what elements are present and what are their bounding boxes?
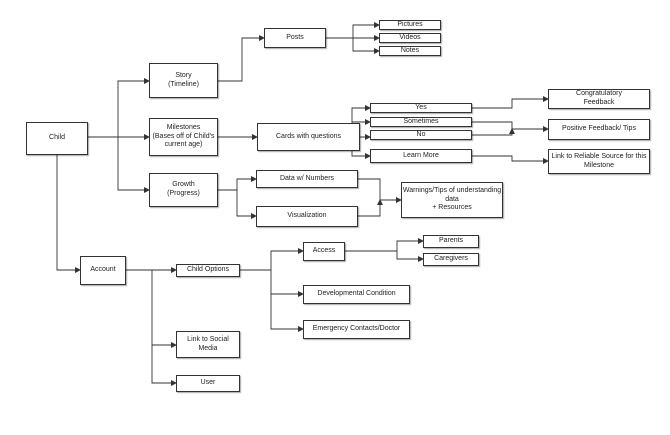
node-child-options: Child Options [176,264,240,277]
node-cards-label: Cards with questions [276,132,341,140]
node-positive-label: Positive Feedback/ Tips [562,125,636,133]
node-access: Access [303,242,345,261]
node-congrats-label: Congratulatory Feedback [576,90,622,106]
node-story: Story (Timeline) [149,63,218,98]
connector-childoptions-access [240,248,304,271]
node-warnings: Warnings/Tips of understanding data + Re… [401,182,503,218]
connector-access-parents [345,238,424,252]
node-user-label: User [200,379,216,387]
connector-growth-visualization [236,190,257,219]
node-data-numbers: Data w/ Numbers [256,170,358,188]
connector-growth-data [218,176,257,191]
connector-learnmore-link [472,155,549,164]
node-notes-label: Notes [400,46,420,54]
node-emergency-label: Emergency Contacts/Doctor [312,325,401,333]
node-milestones-label: Milestones (Bases off of Child's current… [152,123,215,149]
node-child-label: Child [49,134,65,142]
connector-data-warnings [358,178,402,203]
connector-access-caregivers [396,251,424,262]
node-growth: Growth (Progress) [149,173,218,207]
node-parents-label: Parents [438,237,464,245]
node-learn-more: Learn More [370,149,472,163]
node-no: No [370,130,472,140]
connector-child-story [88,78,150,138]
node-developmental-label: Developmental Condition [317,290,396,298]
node-developmental: Developmental Condition [303,285,410,304]
node-caregivers-label: Caregivers [434,255,468,263]
node-positive: Positive Feedback/ Tips [548,119,650,140]
node-parents: Parents [423,235,479,248]
connector-visualization-warnings [358,199,383,217]
node-pictures-label: Pictures [397,20,423,28]
node-child: Child [26,122,88,155]
node-link-source: Link to Reliable Source for this Milesto… [548,149,650,174]
node-posts-label: Posts [286,33,304,41]
node-videos-label: Videos [399,33,421,41]
connector-story-posts [218,35,265,82]
node-learn-more-label: Learn More [403,151,439,159]
connector-child-account [56,155,81,273]
connector-yes-congrats [472,96,549,109]
node-visualization: Visualization [256,206,358,227]
node-data-numbers-label: Data w/ Numbers [279,174,335,182]
connector-posts-notes [352,38,380,54]
node-visualization-label: Visualization [287,212,327,220]
node-congrats: Congratulatory Feedback [548,89,650,109]
node-growth-label: Growth (Progress) [167,181,200,197]
node-notes: Notes [379,46,441,56]
node-pictures: Pictures [379,20,441,30]
connector-account-social [151,270,177,348]
node-posts: Posts [264,28,326,48]
node-sometimes: Sometimes [370,117,472,127]
node-warnings-label: Warnings/Tips of understanding data + Re… [402,186,502,212]
node-emergency: Emergency Contacts/Doctor [303,320,410,339]
node-videos: Videos [379,33,441,43]
node-caregivers: Caregivers [423,253,479,266]
connector-no-positive [472,128,515,136]
node-access-label: Access [312,247,336,255]
node-link-social-label: Link to Social Media [187,335,229,352]
node-sometimes-label: Sometimes [403,117,439,125]
node-no-label: No [416,130,426,138]
connector-childoptions-developmental [270,270,304,297]
connector-account-user [151,345,177,386]
node-link-source-label: Link to Reliable Source for this Milesto… [551,152,647,169]
node-yes-label: Yes [415,103,427,111]
connector-childoptions-emergency [270,294,304,332]
node-cards: Cards with questions [257,123,360,151]
node-yes: Yes [370,103,472,113]
node-child-options-label: Child Options [186,266,230,274]
node-account-label: Account [90,266,116,274]
connector-sometimes-positive [472,121,549,132]
node-story-label: Story (Timeline) [168,71,199,88]
connector-posts-pictures [326,22,380,39]
node-link-social: Link to Social Media [176,331,240,358]
node-account: Account [80,256,126,285]
node-milestones: Milestones (Bases off of Child's current… [149,118,218,156]
node-user: User [176,375,240,392]
connector-child-growth [117,137,150,193]
